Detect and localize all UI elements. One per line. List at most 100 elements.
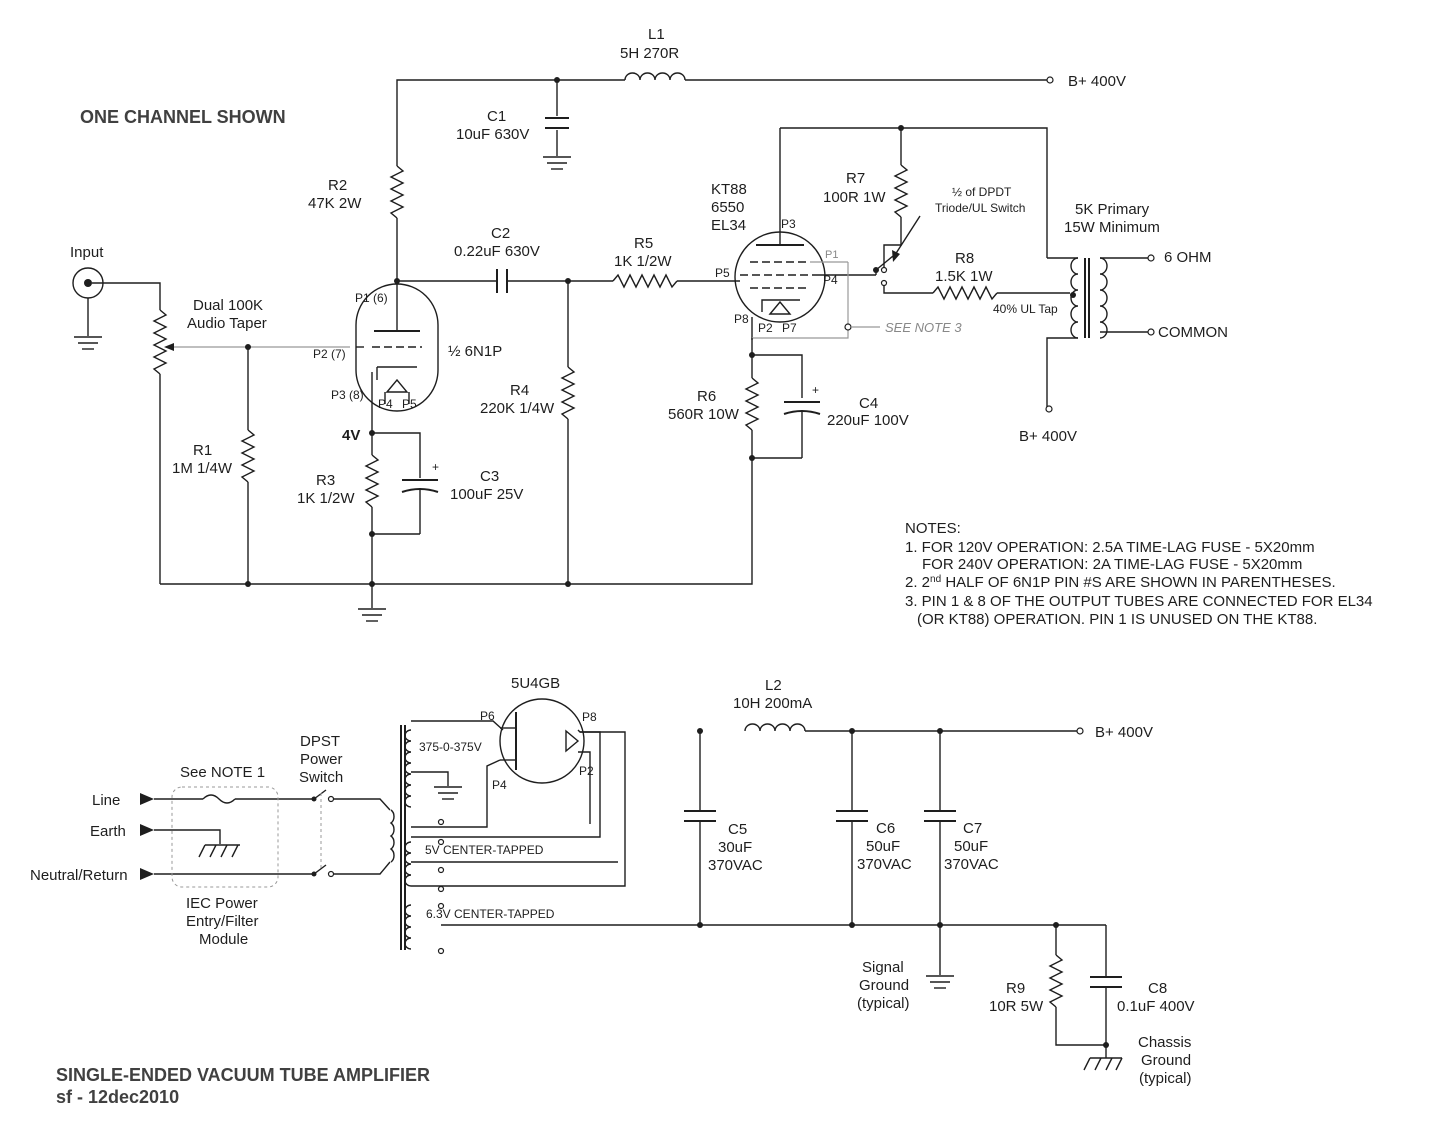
pt-hv-label: 375-0-375V bbox=[419, 740, 482, 754]
tube1-pin4: P4 bbox=[378, 397, 393, 411]
tube2-pin5: P5 bbox=[715, 266, 730, 280]
r2-name: R2 bbox=[328, 177, 347, 194]
cathode-voltage: 4V bbox=[342, 427, 360, 444]
r3-value: 1K 1/2W bbox=[297, 490, 355, 507]
note-1a: 1. FOR 120V OPERATION: 2.5A TIME-LAG FUS… bbox=[905, 539, 1315, 556]
c3-name: C3 bbox=[480, 468, 499, 485]
c7-value-2: 370VAC bbox=[944, 856, 999, 873]
c8-value: 0.1uF 400V bbox=[1117, 998, 1195, 1015]
input-jack[interactable] bbox=[72, 267, 161, 350]
pt-5v-label: 5V CENTER-TAPPED bbox=[425, 843, 544, 857]
tube1-pin3: P3 (8) bbox=[331, 388, 364, 402]
r9-name: R9 bbox=[1006, 980, 1025, 997]
l2-value: 10H 200mA bbox=[733, 695, 812, 712]
c6-value-1: 50uF bbox=[866, 838, 900, 855]
tube2-name-6550: 6550 bbox=[711, 199, 744, 216]
c2-value: 0.22uF 630V bbox=[454, 243, 540, 260]
r6-name: R6 bbox=[697, 388, 716, 405]
rect-pin4: P4 bbox=[492, 778, 507, 792]
output-6ohm: 6 OHM bbox=[1164, 249, 1212, 266]
iec-label-3: Module bbox=[199, 931, 248, 948]
c1-name: C1 bbox=[487, 108, 506, 125]
c4-name: C4 bbox=[859, 395, 878, 412]
tube2-pin1: P1 bbox=[825, 249, 838, 261]
pt-63v-label: 6.3V CENTER-TAPPED bbox=[426, 907, 555, 921]
c1-capacitor bbox=[543, 80, 571, 170]
signal-ground-rail bbox=[441, 922, 1106, 989]
r1-value: 1M 1/4W bbox=[172, 460, 233, 477]
mains-inputs bbox=[140, 786, 314, 888]
ot-label-1: 5K Primary bbox=[1075, 201, 1150, 218]
switch-label-2: Triode/UL Switch bbox=[935, 201, 1025, 215]
author-date: sf - 12dec2010 bbox=[56, 1087, 179, 1107]
iec-label-2: Entry/Filter bbox=[186, 913, 259, 930]
l2-name: L2 bbox=[765, 677, 782, 694]
r1-name: R1 bbox=[193, 442, 212, 459]
output-common: COMMON bbox=[1158, 324, 1228, 341]
rectifier-filament-wiring bbox=[411, 731, 626, 887]
top-bplus-rail bbox=[396, 72, 1054, 166]
c2-name: C2 bbox=[491, 225, 510, 242]
iec-label-1: IEC Power bbox=[186, 895, 258, 912]
c1-value: 10uF 630V bbox=[456, 126, 529, 143]
pot-name: Dual 100K bbox=[193, 297, 263, 314]
tube1-pin2: P2 (7) bbox=[313, 347, 346, 361]
input-tube-6n1p bbox=[355, 278, 439, 433]
c6-value-2: 370VAC bbox=[857, 856, 912, 873]
r1-resistor bbox=[240, 344, 256, 584]
dpst-label-3: Switch bbox=[299, 769, 343, 786]
plate-switch-network bbox=[780, 125, 1070, 301]
volume-potentiometer[interactable] bbox=[152, 309, 350, 584]
c3-value: 100uF 25V bbox=[450, 486, 523, 503]
chassis-ground-2: Ground bbox=[1141, 1052, 1191, 1069]
c7-name: C7 bbox=[963, 820, 982, 837]
tube2-pin8: P8 bbox=[734, 312, 749, 326]
r7-value: 100R 1W bbox=[823, 189, 886, 206]
note-3b: (OR KT88) OPERATION. PIN 1 IS UNUSED ON … bbox=[917, 611, 1317, 628]
dpst-label-1: DPST bbox=[300, 733, 340, 750]
tube1-label: ½ 6N1P bbox=[448, 343, 502, 360]
switch-label-1: ½ of DPDT bbox=[952, 185, 1012, 199]
r6-value: 560R 10W bbox=[668, 406, 740, 423]
diagram-title: SINGLE-ENDED VACUUM TUBE AMPLIFIER bbox=[56, 1065, 430, 1085]
note-1b: FOR 240V OPERATION: 2A TIME-LAG FUSE - 5… bbox=[922, 556, 1302, 573]
r5-name: R5 bbox=[634, 235, 653, 252]
r2-resistor bbox=[389, 165, 405, 297]
tube2-pin4: P4 bbox=[823, 273, 838, 287]
c2-coupling-capacitor bbox=[397, 269, 613, 293]
bplus-label-top: B+ 400V bbox=[1068, 73, 1126, 90]
c6-name: C6 bbox=[876, 820, 895, 837]
output-tube-kt88 bbox=[734, 128, 876, 358]
c3-polarity: + bbox=[432, 460, 439, 474]
dpst-power-switch[interactable] bbox=[311, 789, 391, 878]
r4-value: 220K 1/4W bbox=[480, 400, 555, 417]
chassis-ground-1: Chassis bbox=[1138, 1034, 1191, 1051]
rect-pin6: P6 bbox=[480, 709, 495, 723]
tube1-pin5: P5 bbox=[402, 397, 417, 411]
l1-value: 5H 270R bbox=[620, 45, 679, 62]
c4-polarity: + bbox=[812, 383, 819, 397]
cathode-network-1 bbox=[358, 430, 439, 622]
ot-label-2: 15W Minimum bbox=[1064, 219, 1160, 236]
hv-secondary-wiring bbox=[411, 720, 504, 955]
c5-name: C5 bbox=[728, 821, 747, 838]
r4-name: R4 bbox=[510, 382, 529, 399]
cathode-network-2 bbox=[744, 354, 821, 461]
bplus-label-ps: B+ 400V bbox=[1095, 724, 1153, 741]
c8-name: C8 bbox=[1148, 980, 1167, 997]
chassis-ground-3: (typical) bbox=[1139, 1070, 1192, 1087]
l1-name: L1 bbox=[648, 26, 665, 43]
channel-note: ONE CHANNEL SHOWN bbox=[80, 107, 286, 127]
tube2-name-el34: EL34 bbox=[711, 217, 746, 234]
power-transformer bbox=[389, 725, 412, 950]
dpst-label-2: Power bbox=[300, 751, 343, 768]
r5-value: 1K 1/2W bbox=[614, 253, 672, 270]
notes-block: NOTES: 1. FOR 120V OPERATION: 2.5A TIME-… bbox=[905, 520, 1373, 628]
r3-name: R3 bbox=[316, 472, 335, 489]
input-label: Input bbox=[70, 244, 104, 261]
r9-value: 10R 5W bbox=[989, 998, 1044, 1015]
tube2-pin2: P2 bbox=[758, 321, 773, 335]
signal-ground-2: Ground bbox=[859, 977, 909, 994]
neutral-label: Neutral/Return bbox=[30, 867, 128, 884]
